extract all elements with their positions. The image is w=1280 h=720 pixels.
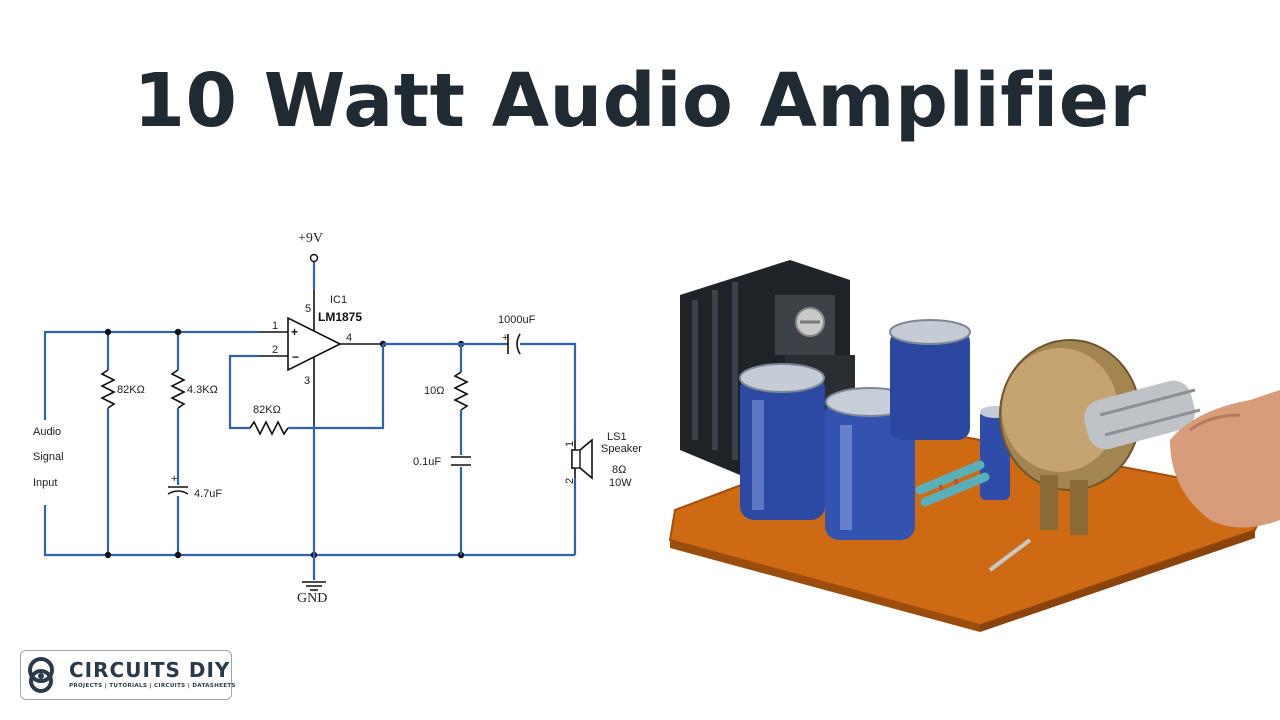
- rf-resistor: [249, 420, 289, 436]
- r1-label: 82KΩ: [117, 384, 145, 396]
- ground-icon: [302, 581, 326, 591]
- rz-label: 10Ω: [424, 385, 444, 397]
- pin-4: 4: [346, 332, 352, 344]
- capacitor-large-left: [739, 363, 825, 520]
- amplifier-board-photo: [668, 260, 1280, 632]
- opamp-minus: −: [292, 350, 299, 364]
- amplifier-schematic: +9V GND IC1 LM1875 1 2 3 4 5 + − Audio S…: [33, 231, 642, 606]
- speaker-name: Speaker: [601, 443, 642, 455]
- feedback-right-wire: [288, 344, 385, 430]
- speaker-pin-1: 1: [564, 441, 576, 447]
- cz-label: 0.1uF: [413, 456, 441, 468]
- pin-1: 1: [272, 320, 278, 332]
- cz-capacitor: [451, 456, 471, 466]
- ic-input-pins: [258, 331, 288, 357]
- pin-5: 5: [305, 303, 311, 315]
- cout-polarity: +: [502, 332, 508, 344]
- speaker-magnet: [571, 449, 581, 469]
- hand-finger: [1170, 390, 1280, 528]
- input-label-2: Signal: [33, 451, 64, 463]
- ground-label: GND: [297, 591, 327, 606]
- circuits-diy-logo[interactable]: CIRCUITS DIY PROJECTS | TUTORIALS | CIRC…: [20, 650, 235, 700]
- capacitor-large-back: [889, 319, 971, 440]
- speaker-ref: LS1: [607, 431, 627, 443]
- resistors: [915, 460, 990, 507]
- c1-polarity: +: [171, 473, 177, 485]
- ic-part: LM1875: [318, 310, 362, 324]
- cout-label: 1000uF: [498, 314, 536, 326]
- jumper-wire: [988, 538, 1032, 572]
- rf-label: 82KΩ: [253, 404, 281, 416]
- speaker-impedance: 8Ω: [612, 464, 626, 476]
- c1-capacitor: [167, 486, 189, 495]
- pin-3: 3: [304, 375, 310, 387]
- speaker-pin-2: 2: [564, 478, 576, 484]
- speaker-top-wire: [520, 342, 577, 440]
- feedback-left-wire: [228, 354, 258, 430]
- speaker-icon: [579, 438, 593, 480]
- opamp-plus: +: [291, 325, 298, 339]
- logo-brand: CIRCUITS DIY: [69, 658, 231, 682]
- c1-label: 4.7uF: [194, 488, 222, 500]
- input-label-3: Input: [33, 477, 57, 489]
- cout-capacitor: [507, 333, 521, 355]
- supply-label: +9V: [298, 231, 323, 246]
- ground-rail: [43, 505, 575, 557]
- r2-resistor: [170, 369, 186, 409]
- ic-ref: IC1: [330, 294, 347, 306]
- r2-label: 4.3KΩ: [187, 384, 218, 396]
- input-label-1: Audio: [33, 426, 61, 438]
- potentiometer: [999, 339, 1201, 535]
- speaker-power: 10W: [609, 477, 632, 489]
- page-title: 10 Watt Audio Amplifier: [133, 58, 1147, 144]
- pin-2: 2: [272, 344, 278, 356]
- r1-resistor: [100, 369, 116, 409]
- logo-mark-icon: [28, 657, 54, 693]
- logo-tagline: PROJECTS | TUTORIALS | CIRCUITS | DATASH…: [69, 683, 236, 689]
- input-top-wire: [43, 330, 258, 420]
- rz-resistor: [453, 371, 469, 411]
